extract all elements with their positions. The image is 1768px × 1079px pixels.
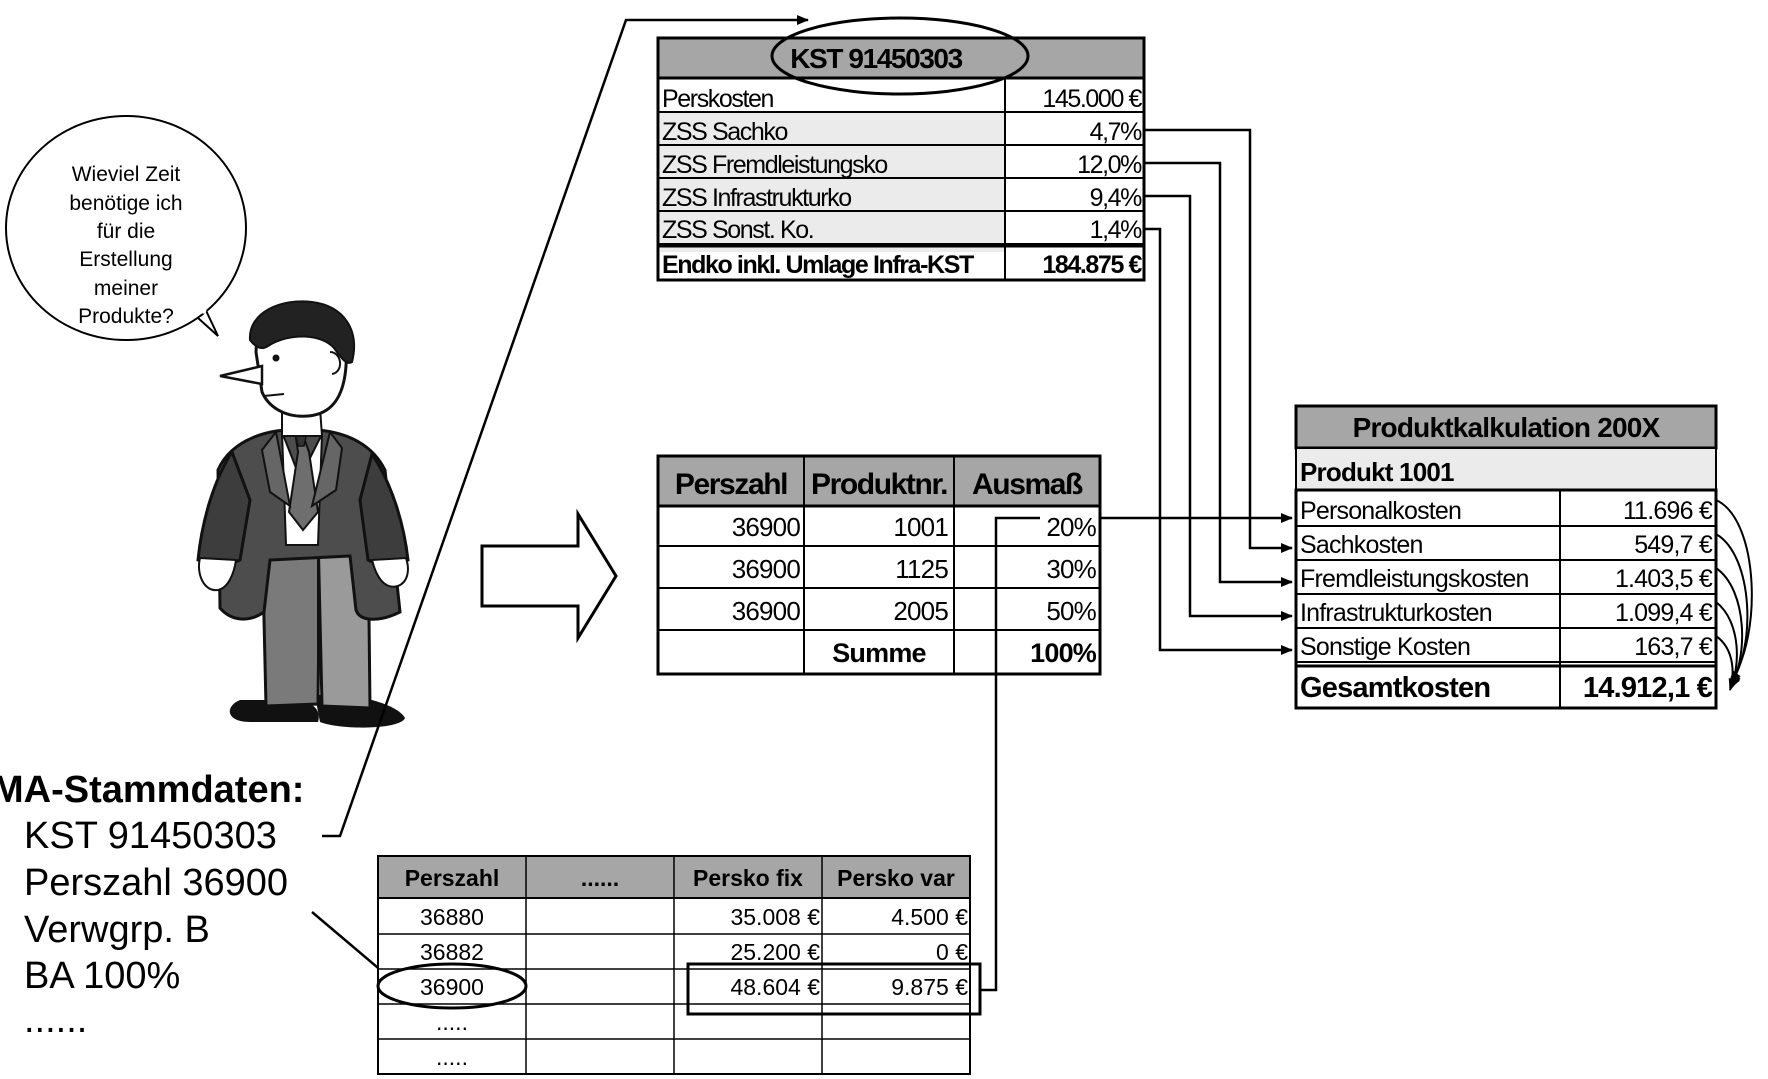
personal-cell: ..... xyxy=(436,1044,468,1070)
kalkulation-row-label: Fremdleistungskosten xyxy=(1300,565,1529,593)
kst-table: KST 91450303 Perskosten ZSS Sachko ZSS F… xyxy=(656,16,1146,282)
produkt-cell: 1125 xyxy=(895,554,948,584)
kalkulation-title: Produktkalkulation 200X xyxy=(1353,412,1661,443)
personal-table: Perszahl ...... Persko fix Persko var 36… xyxy=(376,855,982,1075)
speech-line: Erstellung xyxy=(79,248,172,271)
produkt-header: Perszahl xyxy=(675,468,787,501)
personal-header: ...... xyxy=(581,865,619,891)
produkt-cell: 30% xyxy=(1046,554,1096,584)
kst-row-value: 12,0% xyxy=(1077,151,1142,179)
kalkulation-row-value: 11.696 € xyxy=(1623,497,1713,525)
cost-connectors xyxy=(1100,128,1293,655)
kst-row-value: 184.875 € xyxy=(1042,251,1142,279)
kalkulation-total-label: Gesamtkosten xyxy=(1300,672,1490,704)
produkt-sum-value: 100% xyxy=(1030,638,1097,668)
produkt-table: Perszahl Produktnr. Ausmaß 36900 1001 20… xyxy=(656,454,1102,676)
speech-line: benötige ich xyxy=(69,192,182,215)
personal-header: Persko var xyxy=(837,865,955,891)
hollow-right-arrow xyxy=(480,508,618,644)
kalkulation-row-value: 163,7 € xyxy=(1634,633,1713,661)
sum-curve-arrows xyxy=(1715,499,1753,691)
kst-row-value: 1,4% xyxy=(1090,216,1143,244)
personal-cell: 48.604 € xyxy=(730,974,820,1000)
perszahl-36900-oval xyxy=(376,962,528,1010)
kst-row-label: ZSS Sonst. Ko. xyxy=(662,216,813,244)
kalkulation-row-value: 1.403,5 € xyxy=(1615,565,1713,593)
kst-row-value: 4,7% xyxy=(1090,118,1143,146)
personal-cell: 36882 xyxy=(420,939,484,965)
kst-link-line xyxy=(322,15,809,838)
personal-cell: 35.008 € xyxy=(730,904,820,930)
ma-stammdaten-line: BA 100% xyxy=(24,955,180,997)
ma-stammdaten-line: Perszahl 36900 xyxy=(24,862,288,904)
produkt-cell: 36900 xyxy=(732,554,801,584)
kalkulation-total-value: 14.912,1 € xyxy=(1583,672,1713,704)
produkt-header: Ausmaß xyxy=(972,468,1083,501)
personal-header: Persko fix xyxy=(693,865,803,891)
kst-row-label: Endko inkl. Umlage Infra-KST xyxy=(662,251,974,279)
personal-cell: 9.875 € xyxy=(891,974,968,1000)
produkt-cell: 20% xyxy=(1046,512,1096,542)
kalkulation-row-label: Sachkosten xyxy=(1300,531,1423,559)
speech-bubble: Wieviel Zeit benötige ich für die Erstel… xyxy=(5,115,247,341)
produkt-cell: 2005 xyxy=(893,596,948,626)
personal-cell: 0 € xyxy=(936,939,968,965)
produkt-cell: 1001 xyxy=(893,512,948,542)
produkt-cell: 36900 xyxy=(732,596,801,626)
personal-cell: 4.500 € xyxy=(891,904,968,930)
kst-row-label: ZSS Fremdleistungsko xyxy=(662,151,887,179)
kalkulation-row-label: Infrastrukturkosten xyxy=(1300,599,1492,627)
ma-stammdaten: MA-Stammdaten: KST 91450303 Perszahl 369… xyxy=(0,769,304,1041)
kalkulation-row-value: 549,7 € xyxy=(1634,531,1713,559)
kst-row-value: 145.000 € xyxy=(1042,85,1142,113)
kalkulation-product: Produkt 1001 xyxy=(1300,457,1454,487)
speech-line: Wieviel Zeit xyxy=(72,163,181,186)
kalkulation-table: Produktkalkulation 200X Produkt 1001 Per… xyxy=(1294,404,1718,710)
ma-stammdaten-title: MA-Stammdaten: xyxy=(0,769,304,811)
kst-row-label: ZSS Infrastrukturko xyxy=(662,184,851,212)
kst-table-title: KST 91450303 xyxy=(790,43,962,74)
personal-cell: ..... xyxy=(436,1009,468,1035)
personal-cell: 36900 xyxy=(420,974,484,1000)
personal-cell: 36880 xyxy=(420,904,484,930)
produkt-cell: 36900 xyxy=(732,512,801,542)
kst-row-label: Perskosten xyxy=(662,85,774,113)
speech-line: meiner xyxy=(94,277,158,300)
produkt-sum-label: Summe xyxy=(832,638,926,668)
kst-row-value: 9,4% xyxy=(1090,184,1143,212)
kalkulation-row-label: Sonstige Kosten xyxy=(1300,633,1470,661)
kst-row-label: ZSS Sachko xyxy=(662,118,787,146)
businessman-figure xyxy=(196,300,410,728)
ma-stammdaten-line: Verwgrp. B xyxy=(24,909,210,951)
ma-stammdaten-line: ...... xyxy=(24,999,87,1041)
produkt-header: Produktnr. xyxy=(811,468,947,501)
produkt-cell: 50% xyxy=(1046,596,1096,626)
personal-cell: 25.200 € xyxy=(730,939,820,965)
persko-to-ausmass-line xyxy=(980,516,1040,992)
speech-line: Produkte? xyxy=(78,305,174,328)
kst-title-oval xyxy=(770,16,1030,96)
speech-line: für die xyxy=(97,220,155,243)
ma-stammdaten-line: KST 91450303 xyxy=(24,815,277,857)
kalkulation-row-value: 1.099,4 € xyxy=(1615,599,1713,627)
personal-header: Perszahl xyxy=(405,865,500,891)
kalkulation-row-label: Personalkosten xyxy=(1300,497,1461,525)
